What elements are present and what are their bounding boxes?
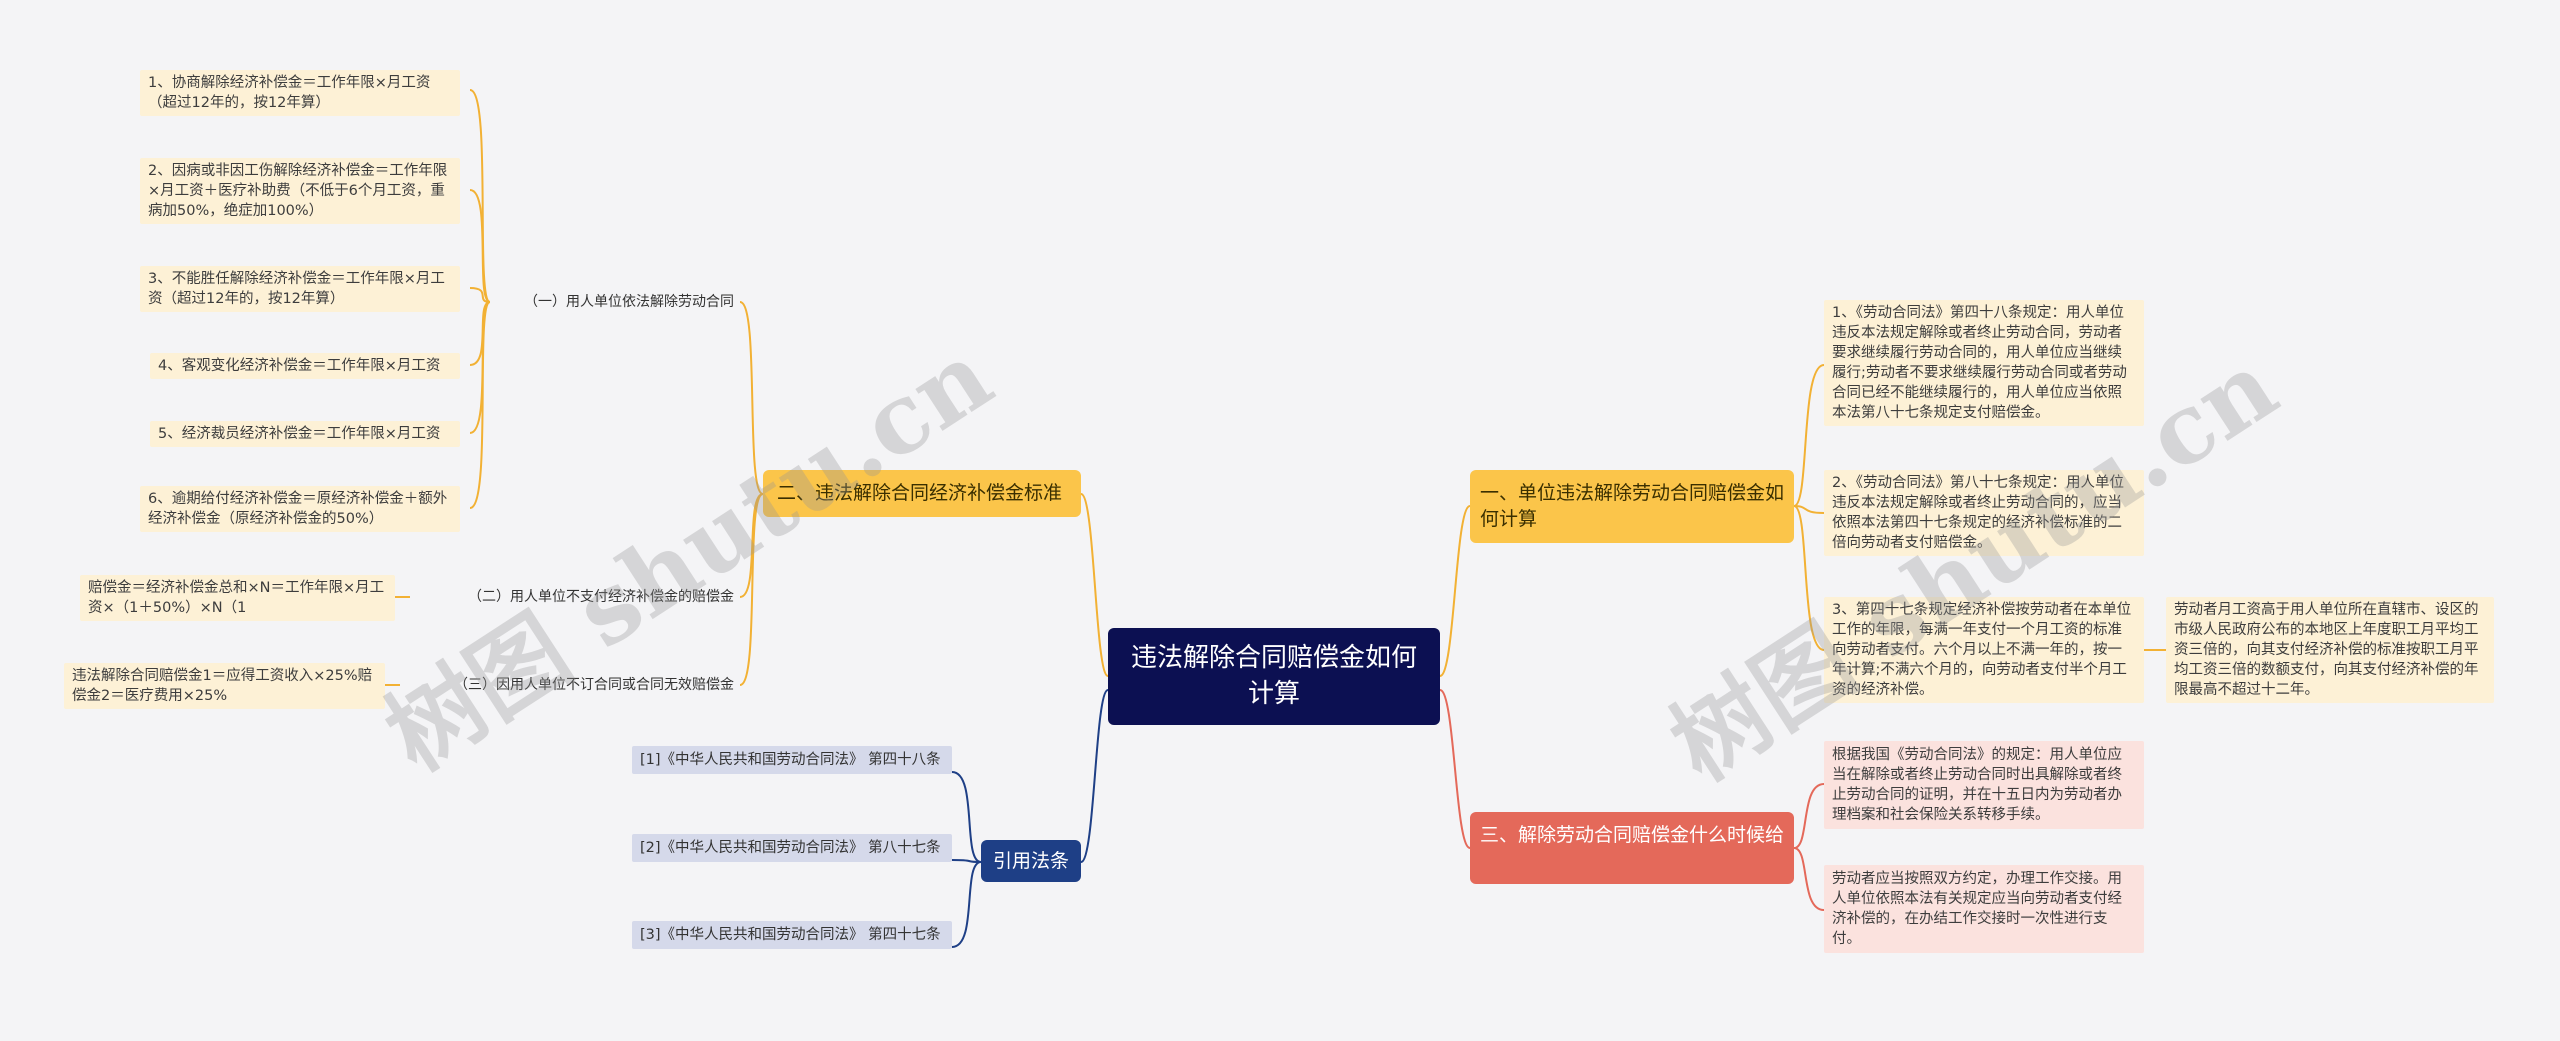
branch-compensation-standard[interactable]: 二、违法解除合同经济补偿金标准 <box>763 470 1081 517</box>
sub-topic-unpaid-compensation[interactable]: （二）用人单位不支付经济补偿金的赔偿金 <box>468 589 734 605</box>
leaf-work-handover[interactable]: 劳动者应当按照双方约定，办理工作交接。用人单位依照本法有关规定应当向劳动者支付经… <box>1824 865 2144 953</box>
law-item-87[interactable]: [2]《中华人民共和国劳动合同法》 第八十七条 <box>632 834 952 862</box>
leaf-objective-change[interactable]: 4、客观变化经济补偿金＝工作年限×月工资 <box>150 353 460 379</box>
sub-topic-no-contract[interactable]: （三）因用人单位不订合同或合同无效赔偿金 <box>454 677 734 693</box>
connector-root-right2 <box>1439 689 1471 849</box>
leaf-article-48[interactable]: 1、《劳动合同法》第四十八条规定：用人单位违反本法规定解除或者终止劳动合同，劳动… <box>1824 300 2144 426</box>
sub-topic-lawful-termination[interactable]: （一）用人单位依法解除劳动合同 <box>524 294 734 310</box>
leaf-overdue-payment[interactable]: 6、逾期给付经济补偿金＝原经济补偿金＋额外经济补偿金（原经济补偿金的50%） <box>140 486 460 532</box>
connector-root-right1 <box>1439 505 1471 677</box>
leaf-compensation-formula[interactable]: 赔偿金＝经济补偿金总和×N＝工作年限×月工资×（1＋50%）×N（1 <box>80 575 395 621</box>
connector-root-left <box>1080 493 1109 677</box>
branch-payment-timing[interactable]: 三、解除劳动合同赔偿金什么时候给 <box>1470 812 1794 884</box>
branch-title: 二、违法解除合同经济补偿金标准 <box>777 482 1063 504</box>
leaf-negotiated-termination[interactable]: 1、协商解除经济补偿金＝工作年限×月工资（超过12年的，按12年算） <box>140 70 460 116</box>
root-topic[interactable]: 违法解除合同赔偿金如何计算 <box>1108 628 1440 725</box>
law-item-47[interactable]: [3]《中华人民共和国劳动合同法》 第四十七条 <box>632 921 952 949</box>
connector-root-law <box>1080 689 1109 863</box>
leaf-termination-certificate[interactable]: 根据我国《劳动合同法》的规定：用人单位应当在解除或者终止劳动合同时出具解除或者终… <box>1824 741 2144 829</box>
leaf-layoff[interactable]: 5、经济裁员经济补偿金＝工作年限×月工资 <box>150 421 460 447</box>
branch-cited-laws[interactable]: 引用法条 <box>981 840 1081 882</box>
leaf-illegal-termination-formula[interactable]: 违法解除合同赔偿金1＝应得工资收入×25%赔偿金2＝医疗费用×25% <box>64 663 385 709</box>
leaf-incompetence-termination[interactable]: 3、不能胜任解除经济补偿金＝工作年限×月工资（超过12年的，按12年算） <box>140 266 460 312</box>
root-title: 违法解除合同赔偿金如何计算 <box>1130 643 1417 709</box>
branch-illegal-termination-calc[interactable]: 一、单位违法解除劳动合同赔偿金如何计算 <box>1470 470 1794 543</box>
leaf-article-47[interactable]: 3、第四十七条规定经济补偿按劳动者在本单位工作的年限，每满一年支付一个月工资的标… <box>1824 597 2144 703</box>
law-item-48[interactable]: [1]《中华人民共和国劳动合同法》 第四十八条 <box>632 746 952 774</box>
leaf-article-87[interactable]: 2、《劳动合同法》第八十七条规定：用人单位违反本法规定解除或者终止劳动合同的，应… <box>1824 470 2144 556</box>
leaf-wage-cap[interactable]: 劳动者月工资高于用人单位所在直辖市、设区的市级人民政府公布的本地区上年度职工月平… <box>2166 597 2494 703</box>
leaf-illness-termination[interactable]: 2、因病或非因工伤解除经济补偿金＝工作年限×月工资＋医疗补助费（不低于6个月工资… <box>140 158 460 224</box>
